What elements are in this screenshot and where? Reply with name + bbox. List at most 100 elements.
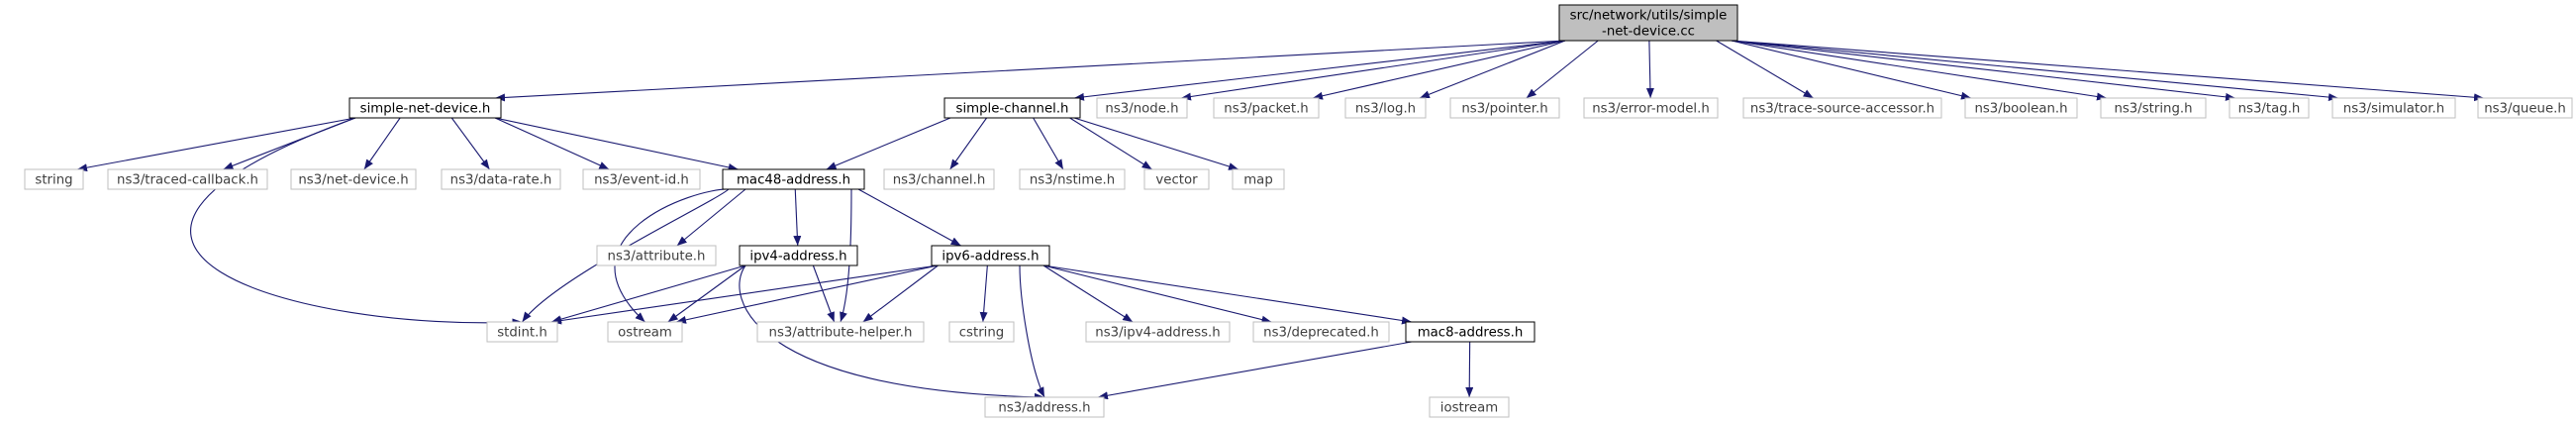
node-ns3-node-h: ns3/node.h <box>1096 97 1188 119</box>
edge-simple-net-device-h-to-string <box>76 117 356 172</box>
node-ns3-attribute-h: ns3/attribute.h <box>596 245 717 266</box>
edge-simple-channel-h-to-ns3-nstime-h <box>1033 117 1064 170</box>
edge-ipv6-address-h-to-stdint-h <box>550 264 939 325</box>
node-ipv4-address-h[interactable]: ipv4-address.h <box>739 245 858 266</box>
node-box-ostream <box>607 321 683 343</box>
edge-root-to-simple-net-device-h <box>494 40 1566 102</box>
node-box-ns3-ipv4-address-h <box>1085 321 1231 343</box>
edge-simple-net-device-h-to-stdint-h <box>190 117 523 327</box>
edge-root-to-ns3-boolean-h <box>1731 40 1972 100</box>
edge-simple-channel-h-to-map <box>1073 117 1239 170</box>
node-label-ns3-attribute-helper-h: ns3/attribute-helper.h <box>769 326 913 341</box>
node-ns3-queue-h: ns3/queue.h <box>2477 97 2573 119</box>
edge-ipv6-address-h-to-ns3-attribute-helper-h <box>862 264 939 323</box>
node-label-ns3-data-rate-h: ns3/data-rate.h <box>450 173 552 188</box>
node-mac8-address-h[interactable]: mac8-address.h <box>1405 321 1536 343</box>
edge-root-to-ns3-log-h <box>1419 40 1566 99</box>
node-box-ns3-data-rate-h <box>441 168 561 190</box>
node-cstring: cstring <box>948 321 1015 343</box>
edge-ipv6-address-h-to-ostream <box>675 264 939 324</box>
node-box-ns3-boolean-h <box>1964 97 2078 119</box>
node-label-ipv6-address-h: ipv6-address.h <box>941 250 1039 264</box>
node-label-ns3-event-id-h: ns3/event-id.h <box>594 173 689 188</box>
node-box-ns3-attribute-helper-h <box>756 321 925 343</box>
node-map: map <box>1232 168 1285 190</box>
node-ns3-trace-source-accessor-h: ns3/trace-source-accessor.h <box>1742 97 1942 119</box>
node-label-root: -net-device.cc <box>1602 25 1695 40</box>
edge-mac8-address-h-to-ns3-address-h <box>1097 341 1413 400</box>
node-box-root <box>1558 4 1738 42</box>
node-label-ns3-log-h: ns3/log.h <box>1355 102 1416 117</box>
node-label-ns3-simulator-h: ns3/simulator.h <box>2343 102 2444 117</box>
node-simple-channel-h[interactable]: simple-channel.h <box>943 97 1081 119</box>
edge-root-to-ns3-pointer-h <box>1526 40 1599 99</box>
node-label-map: map <box>1243 173 1273 188</box>
node-ns3-packet-h: ns3/packet.h <box>1213 97 1320 119</box>
node-label-ns3-nstime-h: ns3/nstime.h <box>1030 173 1115 188</box>
node-label-ns3-string-h: ns3/string.h <box>2114 102 2192 117</box>
node-label-ns3-deprecated-h: ns3/deprecated.h <box>1263 326 1379 341</box>
node-simple-net-device-h[interactable]: simple-net-device.h <box>348 97 502 119</box>
edge-ipv4-address-h-to-stdint-h <box>550 264 746 324</box>
edge-root-to-ns3-trace-source-accessor-h <box>1716 40 1814 99</box>
node-box-cstring <box>948 321 1015 343</box>
node-box-ns3-tag-h <box>2229 97 2310 119</box>
node-box-string <box>24 168 84 190</box>
edge-simple-channel-h-to-mac48-address-h <box>826 117 951 170</box>
node-label-ns3-attribute-h: ns3/attribute.h <box>608 250 706 264</box>
edge-root-to-ns3-simulator-h <box>1731 40 2339 102</box>
node-label-ns3-error-model-h: ns3/error-model.h <box>1592 102 1710 117</box>
edge-ipv6-address-h-to-mac8-address-h <box>1042 264 1413 325</box>
node-vector: vector <box>1143 168 1210 190</box>
edge-mac8-address-h-to-iostream <box>1465 341 1474 398</box>
node-ns3-attribute-helper-h: ns3/attribute-helper.h <box>756 321 925 343</box>
edge-ipv6-address-h-to-ns3-address-h <box>1019 264 1045 398</box>
node-label-ns3-queue-h: ns3/queue.h <box>2484 102 2566 117</box>
node-box-ns3-trace-source-accessor-h <box>1742 97 1942 119</box>
node-label-simple-net-device-h: simple-net-device.h <box>360 102 491 117</box>
node-root[interactable]: src/network/utils/simple-net-device.cc <box>1558 4 1738 42</box>
edge-mac48-address-h-to-ostream <box>614 188 730 323</box>
node-label-string: string <box>35 173 72 188</box>
node-box-mac8-address-h <box>1405 321 1536 343</box>
edge-simple-channel-h-to-ns3-channel-h <box>949 117 988 170</box>
node-box-ns3-node-h <box>1096 97 1188 119</box>
node-mac48-address-h[interactable]: mac48-address.h <box>722 168 865 190</box>
node-box-ns3-address-h <box>984 396 1105 418</box>
node-ns3-ipv4-address-h: ns3/ipv4-address.h <box>1085 321 1231 343</box>
edge-simple-net-device-h-to-ns3-data-rate-h <box>450 117 490 170</box>
edge-simple-net-device-h-to-mac48-address-h <box>494 117 739 171</box>
edge-simple-channel-h-to-vector <box>1069 117 1152 170</box>
node-label-simple-channel-h: simple-channel.h <box>956 102 1069 117</box>
node-box-ns3-traced-callback-h <box>107 168 268 190</box>
edge-ipv6-address-h-to-ns3-deprecated-h <box>1042 264 1272 324</box>
node-layer: src/network/utils/simple-net-device.cc si… <box>24 4 2573 418</box>
edge-root-to-ns3-error-model-h <box>1645 40 1654 99</box>
node-label-ns3-traced-callback-h: ns3/traced-callback.h <box>117 173 258 188</box>
node-box-ns3-nstime-h <box>1019 168 1126 190</box>
edge-mac48-address-h-to-ipv4-address-h <box>793 188 802 247</box>
node-box-ns3-deprecated-h <box>1252 321 1390 343</box>
node-string: string <box>24 168 84 190</box>
edge-layer <box>76 40 2485 401</box>
node-ns3-channel-h: ns3/channel.h <box>883 168 995 190</box>
node-ns3-log-h: ns3/log.h <box>1344 97 1427 119</box>
node-box-ns3-log-h <box>1344 97 1427 119</box>
node-label-ns3-net-device-h: ns3/net-device.h <box>298 173 408 188</box>
edge-ipv4-address-h-to-ns3-attribute-helper-h <box>812 264 836 323</box>
node-box-ns3-packet-h <box>1213 97 1320 119</box>
node-label-root: src/network/utils/simple <box>1570 9 1728 24</box>
edge-root-to-ns3-node-h <box>1180 40 1566 101</box>
node-box-ipv4-address-h <box>739 245 858 266</box>
edge-simple-net-device-h-to-ns3-event-id-h <box>494 117 610 170</box>
node-ns3-error-model-h: ns3/error-model.h <box>1583 97 1719 119</box>
node-ns3-nstime-h: ns3/nstime.h <box>1019 168 1126 190</box>
edge-mac48-address-h-to-ipv6-address-h <box>857 188 961 247</box>
node-label-iostream: iostream <box>1440 401 1498 416</box>
node-label-cstring: cstring <box>959 326 1004 341</box>
node-ostream: ostream <box>607 321 683 343</box>
node-box-simple-net-device-h <box>348 97 502 119</box>
node-ipv6-address-h[interactable]: ipv6-address.h <box>931 245 1050 266</box>
node-box-stdint-h <box>486 321 558 343</box>
node-label-ns3-ipv4-address-h: ns3/ipv4-address.h <box>1095 326 1220 341</box>
